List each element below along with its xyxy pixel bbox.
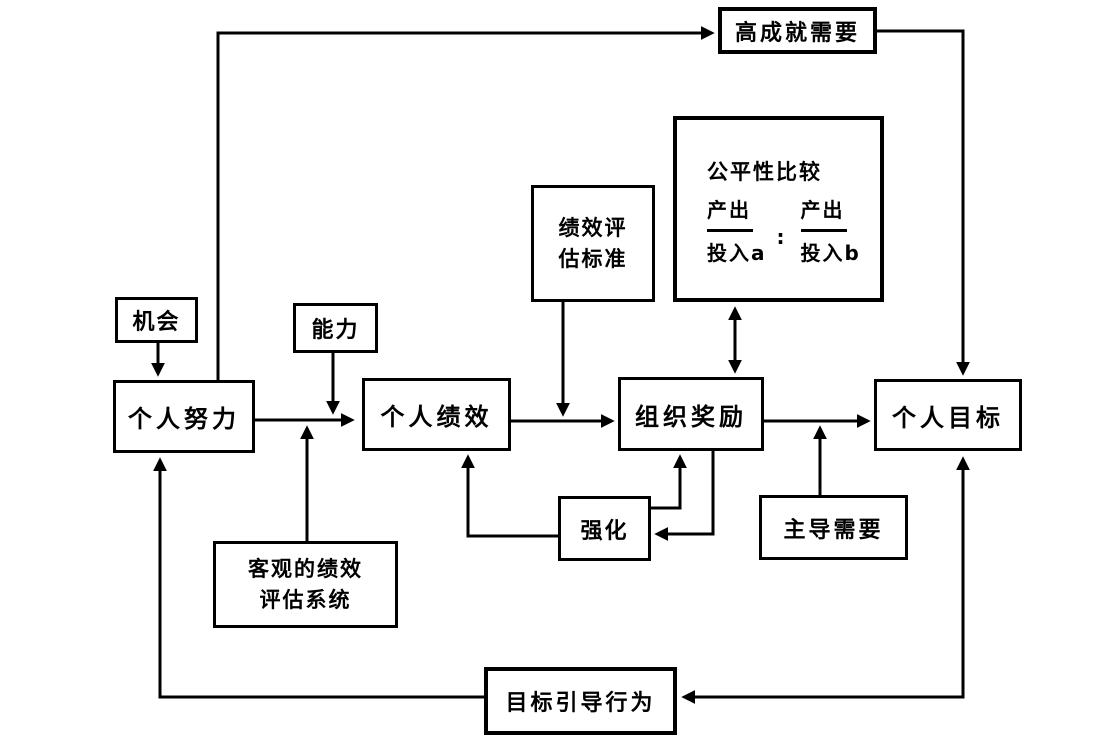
node-opportunity: 机会 bbox=[115, 297, 198, 343]
node-personal-goals: 个人目标 bbox=[874, 379, 1022, 451]
node-personal-performance-label: 个人绩效 bbox=[380, 403, 493, 431]
equity-fraction-b-denominator: 投入b bbox=[800, 241, 861, 265]
node-ability: 能力 bbox=[293, 303, 378, 353]
node-organizational-rewards-label: 组织奖励 bbox=[635, 402, 747, 431]
node-high-achievement-need: 高成就需要 bbox=[718, 7, 877, 54]
node-performance-eval-standard-line2: 估标准 bbox=[558, 246, 628, 271]
arrow-effort-to-high-achievement bbox=[216, 26, 715, 380]
equity-fraction-b: 产出 投入b bbox=[800, 194, 861, 266]
equity-fraction-b-numerator: 产出 bbox=[800, 198, 845, 222]
node-opportunity-label: 机会 bbox=[132, 310, 181, 335]
equity-colon: : bbox=[776, 225, 785, 249]
equity-fraction-a: 产出 投入a bbox=[707, 194, 767, 266]
equity-fraction-b-bar bbox=[800, 229, 847, 232]
equity-fraction-a-denominator: 投入a bbox=[707, 241, 767, 265]
equity-comparison-title: 公平性比较 bbox=[707, 160, 822, 184]
node-goal-directed-behavior-label: 目标引导行为 bbox=[505, 691, 656, 716]
node-goal-directed-behavior: 目标引导行为 bbox=[484, 667, 677, 735]
arrow-reinforcement-to-rewards bbox=[651, 454, 687, 510]
arrow-high-achievement-to-goals bbox=[877, 29, 970, 376]
node-objective-eval-system-line1: 客观的绩效 bbox=[248, 557, 363, 582]
node-performance-eval-standard-line1: 绩效评 bbox=[558, 216, 628, 241]
node-high-achievement-need-label: 高成就需要 bbox=[734, 20, 860, 46]
node-dominant-needs: 主导需要 bbox=[759, 495, 908, 560]
node-performance-eval-standard: 绩效评 估标准 bbox=[531, 185, 655, 302]
arrow-goals-behavior-double bbox=[681, 456, 970, 704]
node-objective-eval-system-line2: 评估系统 bbox=[259, 587, 352, 612]
node-personal-effort: 个人努力 bbox=[113, 380, 255, 453]
arrow-reinforcement-to-performance bbox=[461, 454, 558, 538]
equity-fraction-a-numerator: 产出 bbox=[707, 198, 751, 222]
node-equity-comparison: 公平性比较 产出 投入a : 产出 投入b bbox=[673, 116, 884, 302]
node-objective-eval-system: 客观的绩效 评估系统 bbox=[213, 541, 398, 628]
node-ability-label: 能力 bbox=[311, 318, 360, 343]
arrow-rewards-to-reinforcement bbox=[654, 451, 715, 541]
equity-comparison-formula: 产出 投入a : 产出 投入b bbox=[707, 194, 861, 266]
node-personal-performance: 个人绩效 bbox=[362, 378, 511, 451]
node-reinforcement-label: 强化 bbox=[580, 518, 629, 544]
node-personal-goals-label: 个人目标 bbox=[892, 403, 1004, 432]
arrow-behavior-to-effort bbox=[153, 457, 484, 699]
node-reinforcement: 强化 bbox=[558, 496, 651, 561]
node-personal-effort-label: 个人努力 bbox=[128, 405, 240, 433]
equity-fraction-a-bar bbox=[707, 229, 753, 232]
node-dominant-needs-label: 主导需要 bbox=[783, 517, 884, 543]
node-organizational-rewards: 组织奖励 bbox=[618, 377, 764, 451]
